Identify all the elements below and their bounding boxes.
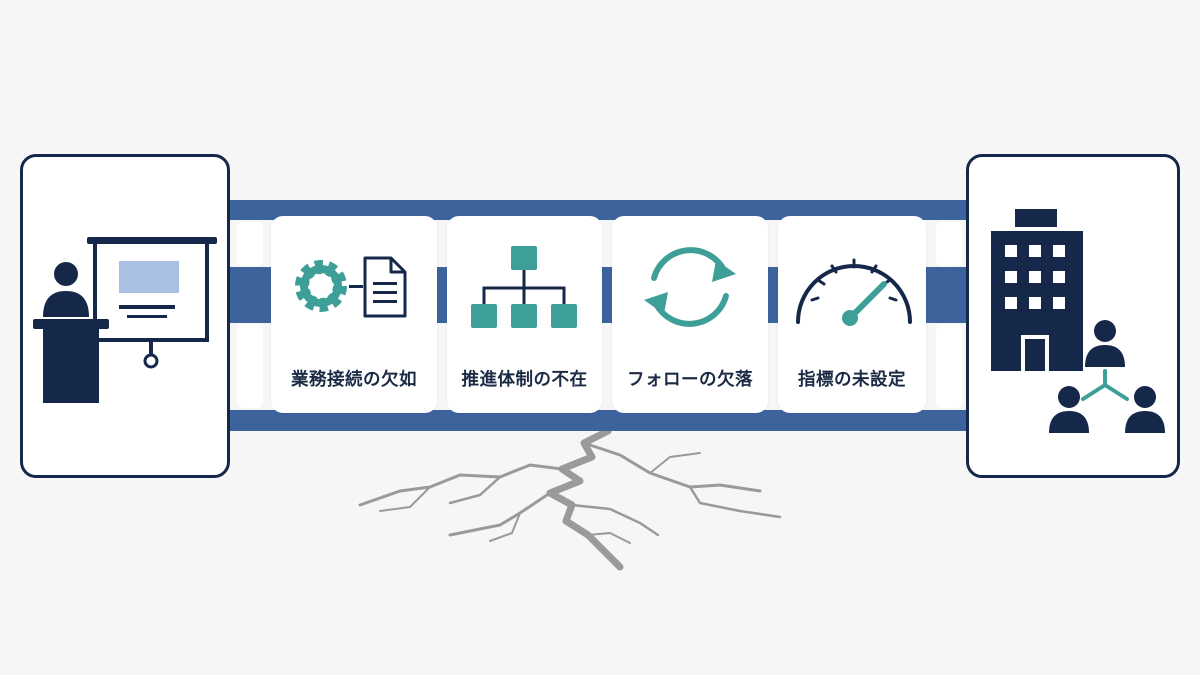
issue-label-2: 推進体制の不在 <box>461 370 588 390</box>
right-endpoint-panel <box>966 154 1180 478</box>
office-building-icon <box>991 209 1083 371</box>
gauge-meter-icon <box>796 258 912 326</box>
people-network-icon <box>1049 320 1165 433</box>
bridge-side-panel-left-bottom <box>237 324 263 408</box>
ground-crack-icon <box>358 427 782 571</box>
bridge-side-panel-right-top <box>936 222 962 266</box>
issue-card-2: 推進体制の不在 <box>447 216 602 413</box>
bridge-bottom-beam <box>228 410 970 431</box>
issue-label-3: フォローの欠落 <box>627 370 753 390</box>
org-chart-icon <box>471 246 577 328</box>
issue-label-1: 業務接続の欠如 <box>291 370 417 390</box>
bridge-side-panel-left-top <box>237 222 263 266</box>
gear-document-icon <box>295 256 407 318</box>
refresh-cycle-icon <box>644 247 736 327</box>
bridge-top-beam <box>228 200 970 220</box>
issue-label-4: 指標の未設定 <box>798 370 906 390</box>
bridge-side-panel-right-bottom <box>936 324 962 408</box>
issue-card-3: フォローの欠落 <box>612 216 768 413</box>
left-endpoint-panel <box>20 154 230 478</box>
issue-card-4: 指標の未設定 <box>778 216 926 413</box>
issue-card-1: 業務接続の欠如 <box>271 216 437 413</box>
presenter-at-podium-icon <box>33 237 217 403</box>
